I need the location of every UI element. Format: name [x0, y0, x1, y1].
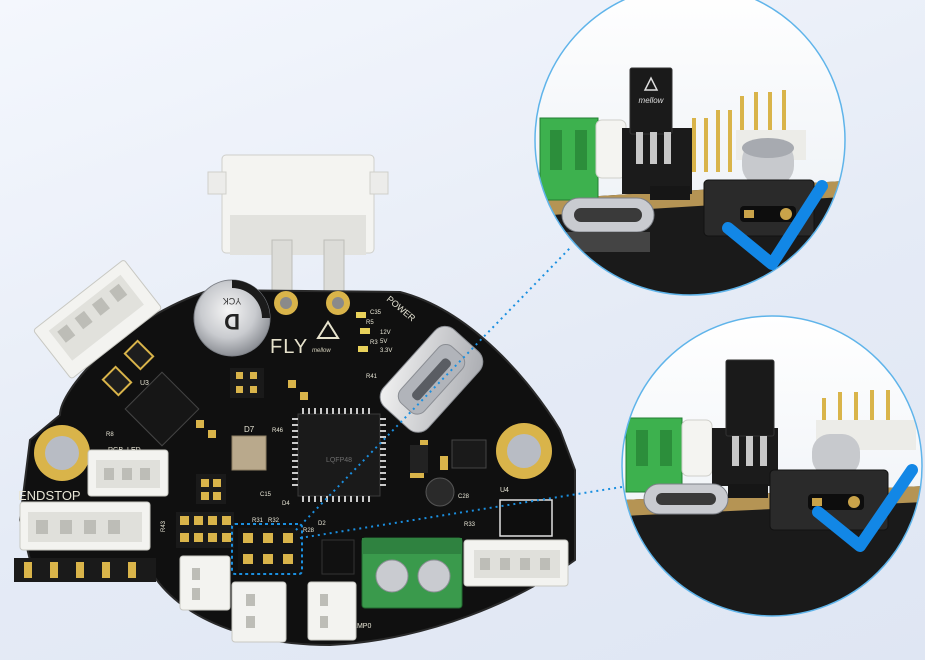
silk-r33: R33	[464, 522, 476, 528]
silk-r32: R32	[268, 518, 280, 524]
silk-d2: D2	[318, 521, 326, 527]
endstop-connector	[19, 501, 151, 551]
crystal-d7: D7	[231, 425, 267, 471]
silk-r28: R28	[303, 528, 315, 534]
check-icon-top	[722, 180, 828, 270]
connector-right-white	[463, 539, 569, 587]
mellow-module-logo-icon	[643, 76, 659, 91]
silk-c28: C28	[458, 494, 470, 500]
fan-connector-left	[33, 260, 162, 379]
silk-d7: D7	[244, 425, 255, 434]
rgb-led-connector	[87, 449, 169, 497]
silk-r41: R41	[366, 374, 378, 380]
electrolytic-capacitor: D YCK	[193, 279, 271, 357]
silk-r5: R5	[366, 320, 374, 326]
mellow-logo-icon	[316, 320, 340, 339]
capacitor-mark-label: YCK	[223, 296, 242, 306]
brand-logo-text: FLY	[270, 336, 308, 358]
mcu-lqfp48: LQFP48 R46	[272, 408, 386, 502]
capacitor-polarity-label: D	[224, 309, 240, 334]
silk-u3: U3	[140, 380, 149, 387]
screw-terminal-green	[361, 537, 463, 609]
temp0-label: TEMP0	[348, 623, 371, 630]
silk-r46: R46	[272, 428, 284, 434]
silk-r31: R31	[252, 518, 264, 524]
silk-r43: R43	[161, 520, 167, 532]
mounting-hole-right	[496, 423, 552, 479]
pin-header-row	[14, 558, 156, 582]
usb-c-port	[379, 325, 484, 433]
driver-chip-u3: U3	[124, 371, 200, 447]
pcb-board: D YCK FLY mellow POWER C35 R5 12V 5V R3 …	[14, 154, 576, 647]
mcu-part-label: LQFP48	[326, 457, 352, 464]
silk-33v: 3.3V	[380, 348, 392, 354]
jumper-header-block	[176, 368, 264, 548]
temp0-connector	[307, 581, 357, 641]
mounting-hole-top-left	[274, 291, 350, 315]
silk-r8: R8	[106, 432, 114, 438]
connector-small-2	[231, 581, 287, 643]
silk-u4: U4	[500, 487, 509, 494]
silk-c15: C15	[260, 492, 272, 498]
callout-line-bottom	[299, 485, 629, 539]
highlighted-header-pins	[231, 523, 303, 575]
check-icon-bottom	[812, 464, 918, 552]
power-connector-top	[207, 154, 389, 293]
module-logo-text: mellow	[639, 96, 665, 105]
silk-12v: 12V	[380, 330, 391, 336]
zoom-view-top: mellow	[534, 0, 846, 296]
brand-sublogo-text: mellow	[312, 348, 331, 354]
silk-c35: C35	[370, 310, 382, 316]
zoom-view-bottom	[621, 315, 923, 617]
mounting-hole-left	[34, 425, 90, 481]
silk-d4: D4	[282, 501, 290, 507]
endstop-label: ENDSTOP	[18, 488, 81, 503]
silk-5v: 5V	[380, 339, 387, 345]
connector-small-1	[179, 555, 231, 611]
silk-r3: R3	[370, 340, 378, 346]
